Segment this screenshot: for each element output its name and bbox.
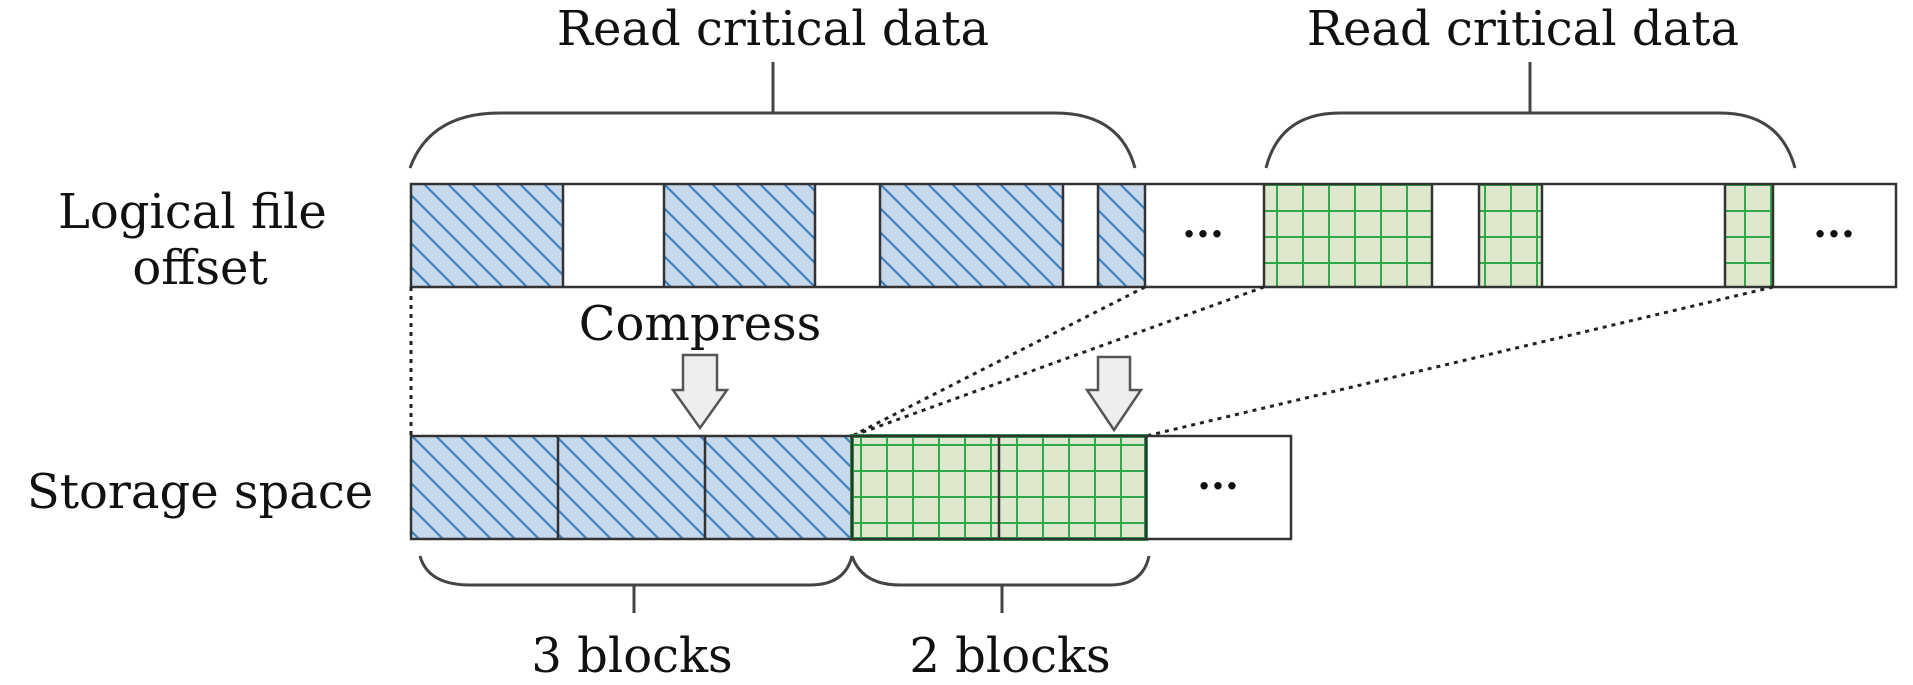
mapping-line-grid-start [851, 285, 1265, 438]
storage-space-bar: ··· [409, 434, 1293, 541]
logical-segment-hatched-3 [880, 184, 1063, 287]
two-blocks-bracket [850, 555, 1151, 613]
compress-label: Compress [579, 296, 821, 352]
logical-segment-hatched-1 [411, 184, 563, 287]
storage-block-grid-1 [852, 436, 999, 539]
storage-block-hatched-1 [411, 436, 558, 539]
logical-ellipsis-2: ··· [1813, 211, 1855, 258]
three-blocks-bracket [418, 555, 854, 613]
storage-block-hatched-2 [558, 436, 705, 539]
storage-block-hatched-3 [705, 436, 852, 539]
logical-segment-hatched-2 [664, 184, 815, 287]
logical-segment-grid-1 [1264, 184, 1432, 287]
storage-ellipsis: ··· [1197, 463, 1239, 510]
read-critical-bracket-right [1264, 62, 1797, 169]
logical-segment-hatched-4 [1098, 184, 1145, 287]
logical-file-offset-label: Logical file offset [58, 184, 342, 296]
read-critical-label-right: Read critical data [1307, 1, 1739, 57]
storage-block-grid-2 [999, 436, 1146, 539]
read-critical-label-left: Read critical data [557, 1, 989, 57]
storage-space-label: Storage space [27, 464, 373, 520]
two-blocks-label: 2 blocks [909, 628, 1110, 684]
mapping-line-hatched-end [851, 285, 1146, 438]
compress-arrow-left [670, 353, 730, 431]
logical-segment-grid-3 [1725, 184, 1773, 287]
compress-arrow-right [1084, 355, 1144, 433]
logical-segment-grid-2 [1479, 184, 1542, 287]
mapping-line-grid-end [1145, 285, 1774, 438]
logical-file-offset-bar: ··· ··· [409, 182, 1898, 289]
mapping-dashed-lines [409, 285, 1774, 438]
read-critical-bracket-left [408, 62, 1137, 169]
logical-ellipsis-1: ··· [1182, 211, 1224, 258]
logical-bar-background [411, 184, 1896, 287]
three-blocks-label: 3 blocks [531, 628, 732, 684]
